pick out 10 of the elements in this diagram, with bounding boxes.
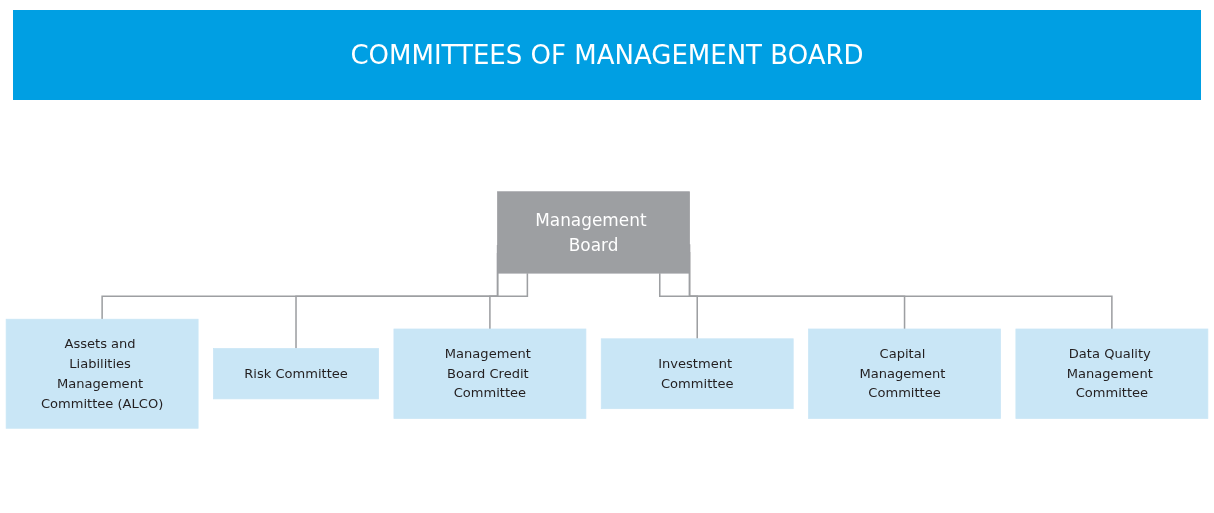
node-box: Investment Committee — [600, 338, 794, 410]
node-box: Management Board — [497, 191, 690, 274]
node-box: Management Board Credit Committee — [393, 328, 587, 419]
connector — [489, 272, 529, 330]
title: COMMITTEES OF MANAGEMENT BOARD — [350, 40, 864, 70]
node-box: Risk Committee — [213, 348, 379, 400]
node-box: Assets and Liabilities Management Committee (ALCO) — [5, 318, 199, 429]
node-box: Data Quality Management Committee — [1015, 328, 1209, 419]
connector — [659, 272, 698, 340]
node-box: Capital Management Committee — [808, 328, 1001, 419]
